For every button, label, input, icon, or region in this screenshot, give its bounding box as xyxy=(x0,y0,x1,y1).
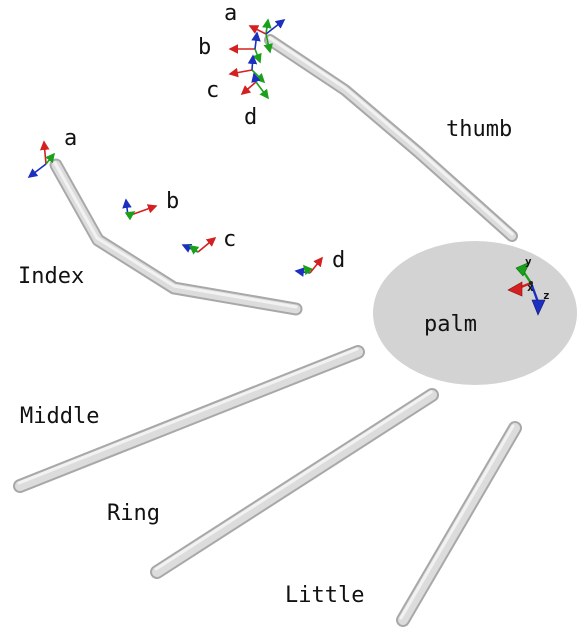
index-frame-d xyxy=(294,256,323,277)
index-frame-b xyxy=(122,198,158,221)
palm-axis-y-label: y xyxy=(525,255,532,268)
index-joint-b-label: b xyxy=(166,189,180,214)
thumb-label: thumb xyxy=(446,117,513,142)
palm-x-arrow xyxy=(507,281,523,297)
palm-y-arrow xyxy=(515,261,531,277)
middle-label: Middle xyxy=(20,404,100,429)
ring-label: Ring xyxy=(107,501,160,526)
palm-z-arrow xyxy=(531,299,546,316)
index-bone xyxy=(49,158,303,316)
thumb-joint-b-label: b xyxy=(198,35,212,60)
little-label: Little xyxy=(285,583,365,608)
index-joint-c-label: c xyxy=(223,227,237,252)
ring-bone xyxy=(150,388,439,579)
thumb-joint-a-label: a xyxy=(224,1,238,26)
palm-axis-z-label: z xyxy=(543,289,550,302)
index-label: Index xyxy=(18,264,85,289)
palm-axis-x-label: x xyxy=(527,281,534,294)
thumb-joint-d-label: d xyxy=(244,105,258,130)
thumb-frame-a xyxy=(248,18,286,54)
index-frame-a xyxy=(27,140,55,178)
palm-label: palm xyxy=(424,312,477,337)
index-joint-a-label: a xyxy=(64,126,78,151)
middle-bone xyxy=(13,345,365,493)
little-bone xyxy=(396,421,522,627)
thumb-frame-d xyxy=(240,72,269,100)
thumb-frame-b xyxy=(228,31,262,64)
thumb-bone xyxy=(264,34,518,242)
thumb-joint-c-label: c xyxy=(206,78,220,103)
palm-frame xyxy=(507,261,546,316)
index-frame-c xyxy=(181,236,217,255)
index-joint-d-label: d xyxy=(332,248,346,273)
